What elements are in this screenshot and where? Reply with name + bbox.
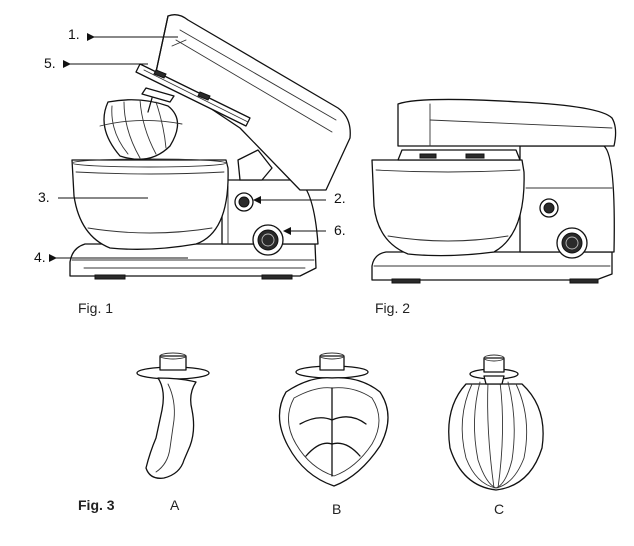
callout-5: 5.	[44, 55, 56, 71]
fig3-caption: Fig. 3	[78, 497, 115, 513]
callout-2: 2.	[334, 190, 346, 206]
fig2-caption: Fig. 2	[375, 300, 411, 316]
attachment-label-a: A	[170, 497, 180, 513]
attachment-label-b: B	[332, 501, 342, 517]
fig2-stand-mixer-closed	[371, 98, 617, 284]
callout-1: 1.	[68, 26, 80, 42]
fig1-caption: Fig. 1	[78, 300, 114, 316]
callout-3: 3.	[38, 189, 50, 205]
flat-beater-attachment	[278, 352, 389, 487]
whisk-attachment	[448, 354, 544, 491]
fig1-stand-mixer-open	[69, 14, 351, 280]
callout-6: 6.	[334, 222, 346, 238]
dough-hook-attachment	[136, 352, 210, 479]
callout-4: 4.	[34, 249, 46, 265]
fig1-callout-arrows	[49, 33, 326, 262]
attachment-label-c: C	[494, 501, 505, 517]
